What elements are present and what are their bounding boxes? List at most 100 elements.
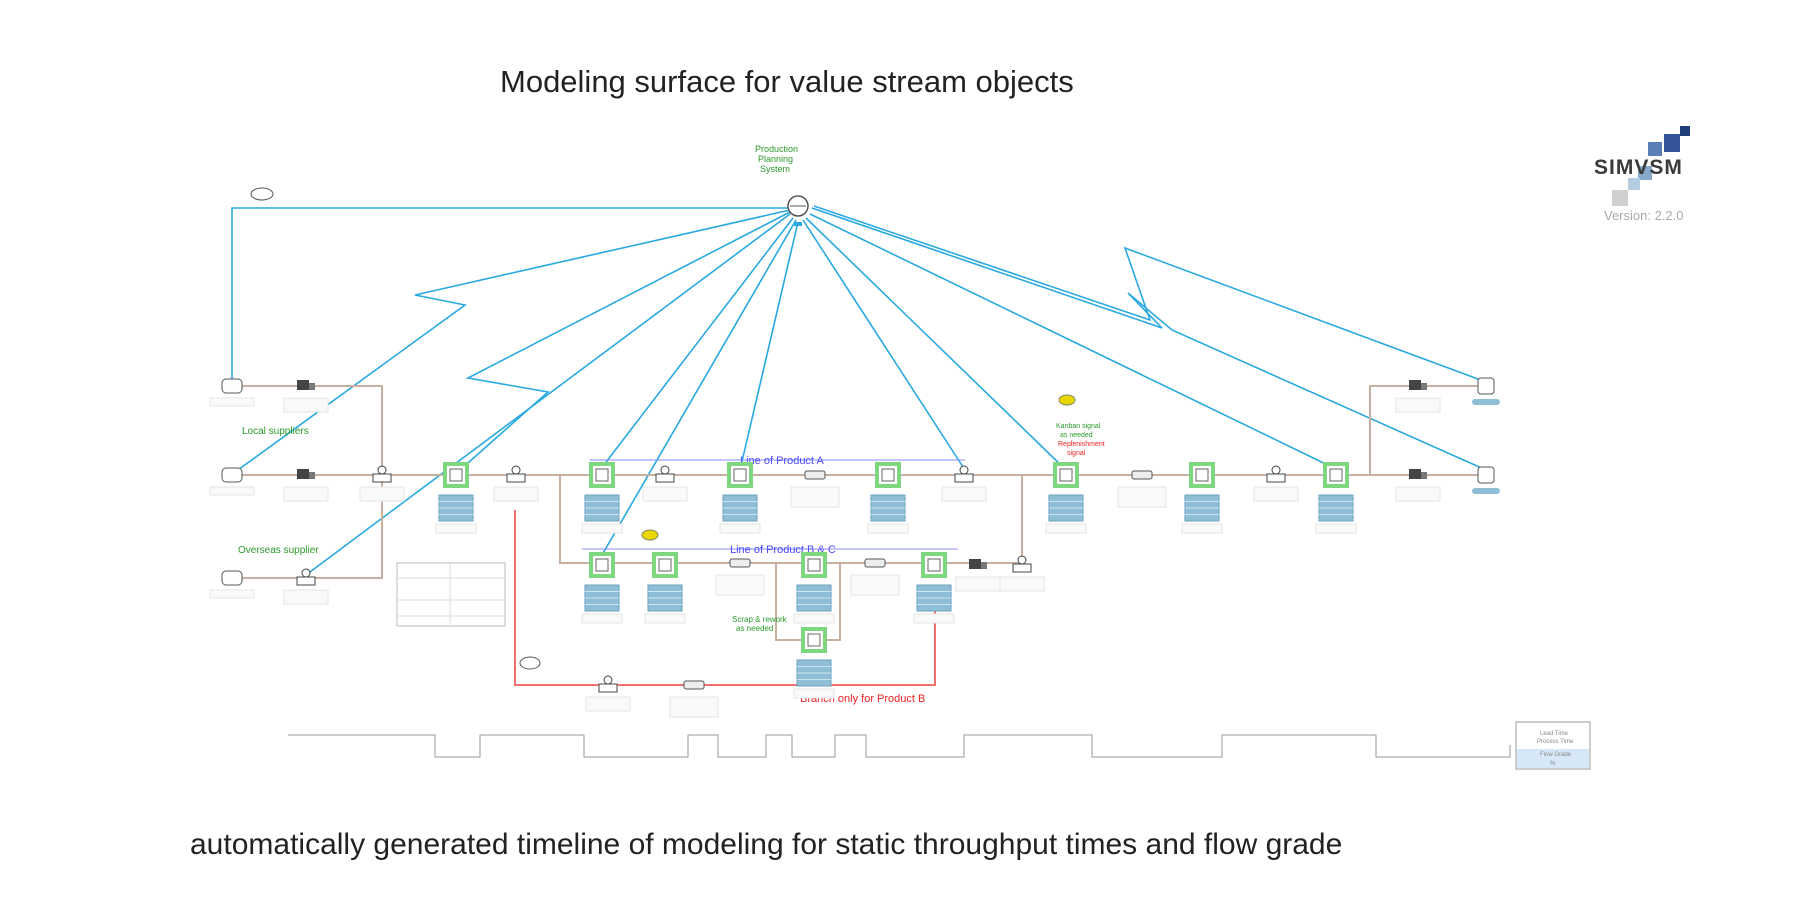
buffer-node[interactable] <box>669 680 719 718</box>
process-node[interactable] <box>644 552 686 624</box>
process-icon <box>1195 468 1209 482</box>
warehouse-node[interactable] <box>642 465 688 502</box>
data-box <box>209 589 255 599</box>
page-title: Modeling surface for value stream object… <box>500 64 1074 99</box>
timeline-summary-box[interactable]: Lead Time Process Time Flow Grade % <box>1515 721 1591 770</box>
process-node[interactable] <box>435 462 477 534</box>
timeline-flow-grade: Flow Grade <box>1540 752 1572 758</box>
transport-node[interactable] <box>283 380 329 413</box>
production-planning-node[interactable]: Production Planning System <box>755 144 809 226</box>
data-box <box>642 486 688 502</box>
info-flow-line <box>237 209 791 471</box>
info-flow-line <box>809 213 1339 471</box>
warehouse-node[interactable] <box>585 675 631 712</box>
data-box <box>850 574 900 596</box>
simvsm-logo: SIMVSM <box>1590 126 1720 226</box>
data-box <box>644 613 686 624</box>
process-node[interactable] <box>793 552 835 624</box>
timeline-percent: % <box>1550 761 1556 767</box>
info-flow-line <box>231 207 790 383</box>
center-note-2: as needed <box>736 624 773 633</box>
process-node[interactable] <box>1181 462 1223 534</box>
timeline-process-time: Process Time <box>1537 739 1574 745</box>
process-node[interactable] <box>1315 462 1357 534</box>
kaizen-burst-icon[interactable] <box>1058 394 1076 406</box>
process-node[interactable] <box>913 552 955 624</box>
warehouse-node[interactable] <box>359 465 405 502</box>
info-flow-line <box>811 207 1487 471</box>
warehouse-node[interactable] <box>493 465 539 502</box>
cloud-icon <box>519 656 541 670</box>
truck-icon <box>1409 469 1421 479</box>
buffer-node[interactable] <box>715 558 765 596</box>
value-stream-nodes <box>209 377 1500 718</box>
overseas-supplier-label: Overseas supplier <box>238 545 319 556</box>
operator-icon <box>511 465 521 475</box>
logo-squares-icon <box>1612 126 1690 206</box>
info-flow-line <box>459 211 791 471</box>
operator-icon <box>1271 465 1281 475</box>
supplier-node[interactable] <box>209 467 255 496</box>
info-flow-line <box>739 221 799 471</box>
warehouse-node[interactable] <box>1253 465 1299 502</box>
cloud-icon <box>250 187 274 201</box>
data-box <box>955 576 1001 592</box>
data-box <box>581 613 623 624</box>
transport-node[interactable] <box>1395 380 1441 413</box>
info-flow-line <box>599 217 794 471</box>
customer-node[interactable] <box>1472 466 1500 494</box>
process-icon <box>733 468 747 482</box>
material-flow-line <box>232 385 383 475</box>
truck-icon <box>1409 380 1421 390</box>
process-node[interactable] <box>581 552 623 624</box>
data-box <box>1181 523 1223 534</box>
buffer-node[interactable] <box>1117 470 1167 508</box>
truck-icon <box>297 380 309 390</box>
branch-flow-line <box>514 510 936 686</box>
timeline <box>288 734 1511 758</box>
operator-icon <box>377 465 387 475</box>
right-note-3: Replenishment <box>1058 441 1105 448</box>
right-note-4: signal <box>1067 450 1086 457</box>
data-box <box>913 613 955 624</box>
kaizen-burst-icon[interactable] <box>641 529 659 541</box>
process-icon <box>807 633 821 647</box>
data-box <box>999 576 1045 592</box>
buffer-icon <box>804 470 826 480</box>
warehouse-node[interactable] <box>941 465 987 502</box>
cloud-node[interactable] <box>519 656 541 670</box>
factory-icon <box>221 378 243 394</box>
process-node[interactable] <box>719 462 761 534</box>
operator-icon <box>603 675 613 685</box>
buffer-node[interactable] <box>790 470 840 508</box>
data-box <box>1315 523 1357 534</box>
right-note-1: Kanban signal <box>1056 423 1101 430</box>
process-node[interactable] <box>581 462 623 534</box>
buffer-node[interactable] <box>850 558 900 596</box>
process-node[interactable] <box>1045 462 1087 534</box>
process-node[interactable] <box>793 627 835 699</box>
footer-caption: automatically generated timeline of mode… <box>190 828 1343 861</box>
logo-name: SIMVSM <box>1594 156 1683 179</box>
process-icon <box>595 468 609 482</box>
data-box <box>209 397 255 407</box>
transport-node[interactable] <box>1395 469 1441 502</box>
buffer-icon <box>864 558 886 568</box>
data-box <box>493 486 539 502</box>
info-table[interactable] <box>396 562 506 627</box>
material-flow-lines <box>232 385 1486 641</box>
line-a-bracket: Line of Product A <box>590 455 965 467</box>
info-flow-line <box>309 213 791 573</box>
warehouse-node[interactable] <box>283 568 329 605</box>
data-box <box>1253 486 1299 502</box>
supplier-node[interactable] <box>209 378 255 407</box>
transport-node[interactable] <box>283 469 329 502</box>
process-node[interactable] <box>867 462 909 534</box>
process-icon <box>1059 468 1073 482</box>
center-note-1: Scrap & rework <box>732 615 788 624</box>
customer-node[interactable] <box>1472 377 1500 405</box>
warehouse-node[interactable] <box>999 555 1045 592</box>
supplier-node[interactable] <box>209 570 255 599</box>
info-flow-line <box>802 219 966 471</box>
